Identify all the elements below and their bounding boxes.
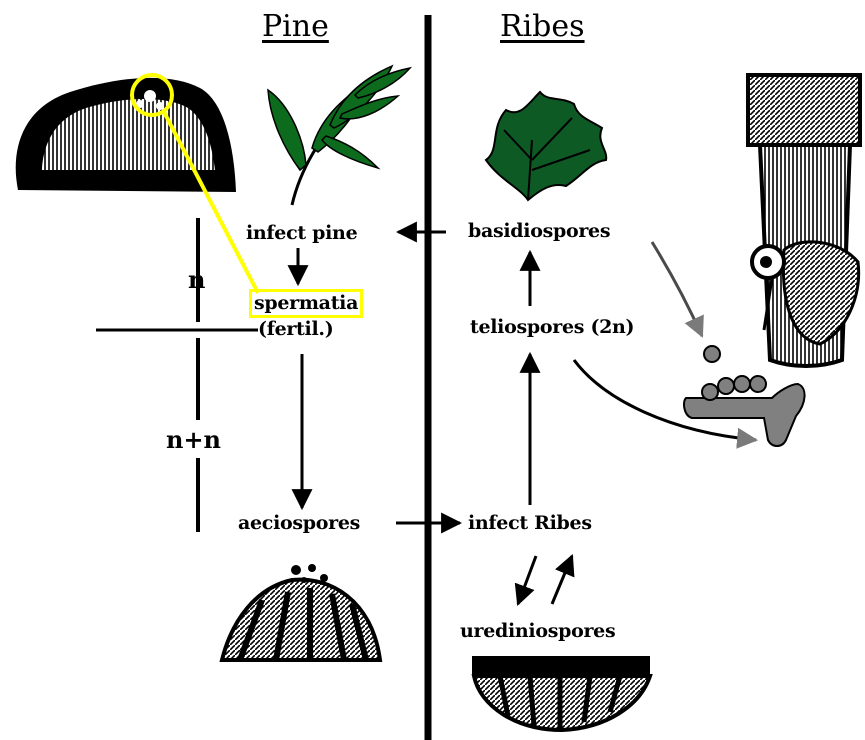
aecium-illustration xyxy=(222,564,380,660)
teliospores-label: teliospores (2n) xyxy=(470,318,634,337)
infect-ribes-label: infect Ribes xyxy=(468,514,592,533)
arrow-infect-ribes-to-urediniospores xyxy=(518,556,536,604)
urediniospores-label: urediniospores xyxy=(460,622,615,641)
spermatia-label: spermatia xyxy=(254,294,358,313)
telium-illustration xyxy=(748,75,860,366)
aeciospores-label: aeciospores xyxy=(238,514,360,533)
ploidy-n-label: n xyxy=(188,268,205,292)
basidiospores-label: basidiospores xyxy=(468,222,610,241)
spermogonium-illustration xyxy=(16,78,236,192)
arrow-urediniospores-to-infect-ribes xyxy=(552,556,572,604)
pine-header: Pine xyxy=(262,12,329,42)
ribes-header: Ribes xyxy=(500,12,585,42)
ploidy-n-plus-n-label: n+n xyxy=(166,428,221,452)
ribes-leaf-illustration xyxy=(486,92,606,200)
pine-needle-illustration xyxy=(268,66,410,205)
uredinium-illustration xyxy=(472,656,650,730)
arrow-basidiospores-to-germination xyxy=(652,242,702,336)
fertil-label: (fertil.) xyxy=(258,320,333,339)
infect-pine-label: infect pine xyxy=(246,224,357,243)
